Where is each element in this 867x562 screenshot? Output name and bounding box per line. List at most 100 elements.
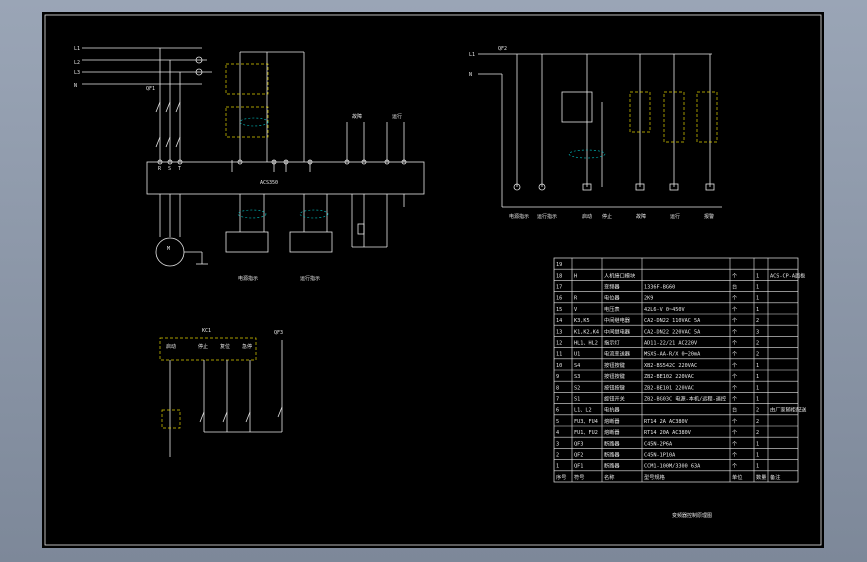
lower-button-2: 停止 — [198, 343, 208, 350]
table-cell: XB2-BS542C 220VAC — [644, 363, 697, 369]
left-circuit: L1 L2 L3 N QF1 ACS350 R S T — [74, 46, 425, 282]
table-cell: HL1、HL2 — [574, 340, 598, 346]
right-bottom-label-1: 电源指示 — [509, 213, 529, 220]
table-cell: 按钮按键 — [604, 361, 625, 369]
table-cell: 个 — [732, 440, 738, 447]
table-cell: 1 — [756, 296, 759, 302]
motor-icon — [155, 237, 185, 267]
breaker-label: QF1 — [146, 86, 155, 92]
table-cell: 14 — [556, 318, 562, 324]
table-cell: 电压表 — [604, 305, 620, 313]
table-cell: 1 — [756, 284, 759, 290]
table-cell: RT14 2A AC380V — [644, 419, 688, 425]
table-cell: 旋钮开关 — [604, 394, 625, 402]
table-cell: S2 — [574, 385, 580, 391]
table-cell: K3,K5 — [574, 318, 590, 324]
table-cell: ZB2-BE101 220VAC — [644, 385, 694, 391]
table-cell: ZB2-BG03C 电源-本机/远程-遥控 — [644, 394, 726, 402]
table-cell: 个 — [732, 339, 738, 346]
bottom-label-running: 运行指示 — [300, 275, 320, 282]
table-cell: 1 — [756, 396, 759, 402]
table-cell: 2 — [556, 452, 559, 458]
line-label-1: L1 — [74, 46, 80, 52]
table-cell: QF3 — [574, 441, 583, 447]
table-cell: 由厂家随柜配送 — [770, 406, 807, 414]
table-cell: 个 — [732, 395, 738, 402]
table-cell: 按钮按键 — [604, 372, 625, 380]
line-label-4: N — [74, 83, 77, 89]
table-cell: ACS-CP-A面板 — [770, 271, 806, 279]
schematic-canvas: L1 L2 L3 N QF1 ACS350 R S T — [44, 14, 822, 546]
table-cell: CA2-DN22 220VAC 5A — [644, 329, 701, 335]
right-bottom-label-3: 启动 — [582, 213, 592, 220]
table-cell: U1 — [574, 352, 580, 358]
table-cell: 2 — [756, 408, 759, 414]
table-cell: 1 — [756, 464, 759, 470]
table-cell: S3 — [574, 374, 580, 380]
table-cell: 1336F-BG60 — [644, 284, 675, 290]
right-bottom-label-7: 报警 — [704, 213, 714, 220]
table-cell: 2 — [756, 419, 759, 425]
right-breaker-label: QF2 — [498, 46, 507, 52]
right-label-fault: 故障 — [352, 113, 362, 120]
table-cell: H — [574, 273, 577, 279]
table-cell: 3 — [756, 329, 759, 335]
right-bottom-label-6: 运行 — [670, 213, 680, 220]
table-cell: S4 — [574, 363, 580, 369]
table-cell: 2K9 — [644, 296, 653, 302]
table-cell: 7 — [556, 396, 559, 402]
table-cell: 个 — [732, 418, 738, 425]
table-cell: 电位器 — [604, 294, 620, 302]
table-header-cell: 备注 — [770, 473, 780, 481]
table-cell: 断路器 — [604, 462, 620, 470]
table-header-cell: 单位 — [732, 473, 742, 481]
lower-circuit: KC1 启动 停止 复位 急停 QF3 — [159, 328, 283, 457]
table-cell: 个 — [732, 295, 738, 302]
table-cell: 个 — [732, 463, 738, 470]
table-cell: C45N-2P6A — [644, 441, 673, 447]
table-cell: 熔断器 — [604, 417, 620, 425]
lower-button-3: 复位 — [220, 343, 230, 350]
terminal-t: T — [178, 166, 181, 172]
controller-label: ACS350 — [260, 180, 278, 186]
table-cell: 17 — [556, 284, 562, 290]
table-cell: 19 — [556, 262, 562, 268]
table-cell: 个 — [732, 317, 738, 324]
table-cell: 1 — [756, 441, 759, 447]
right-circuit: L1 N QF2 电源指示 运行指示 启动 停止 故障 运行 报警 — [469, 46, 722, 220]
table-cell: FU3、FU4 — [574, 419, 598, 425]
table-cell: CCM1-100M/3300 63A — [644, 464, 701, 470]
table-cell: 8 — [556, 385, 559, 391]
table-cell: 变频器 — [604, 282, 620, 290]
terminal-r: R — [158, 166, 162, 172]
table-cell: MSXS-AA-R/X 0~20mA — [644, 352, 701, 358]
table-cell: CA2-DN22 110VAC 5A — [644, 318, 701, 324]
right-bottom-label-4: 停止 — [602, 213, 612, 220]
table-cell: 10 — [556, 363, 562, 369]
table-cell: 熔断器 — [604, 428, 620, 436]
table-cell: 电抗器 — [604, 406, 620, 414]
right-line-label-l1: L1 — [469, 52, 475, 58]
table-cell: AD11-22/21 AC220V — [644, 340, 697, 346]
controller-block — [146, 161, 425, 195]
table-cell: 9 — [556, 374, 559, 380]
table-cell: 18 — [556, 273, 562, 279]
table-cell: 1 — [756, 307, 759, 313]
table-cell: 1 — [756, 385, 759, 391]
right-bottom-label-5: 故障 — [636, 213, 646, 220]
table-cell: QF1 — [574, 464, 583, 470]
table-cell: 5 — [556, 419, 559, 425]
table-header-cell: 型号规格 — [644, 473, 666, 481]
table-cell: 4 — [556, 430, 559, 436]
table-cell: 1 — [756, 363, 759, 369]
table-cell: 2 — [756, 318, 759, 324]
table-cell: 电流变送器 — [604, 350, 631, 358]
table-cell: 个 — [732, 328, 738, 335]
lower-button-4: 急停 — [242, 343, 252, 350]
kc-box — [159, 337, 257, 361]
table-cell: 台 — [732, 282, 737, 290]
table-cell: 个 — [732, 306, 738, 313]
motor-label: M — [167, 246, 170, 252]
table-cell: 13 — [556, 329, 562, 335]
line-label-3: L3 — [74, 70, 80, 76]
